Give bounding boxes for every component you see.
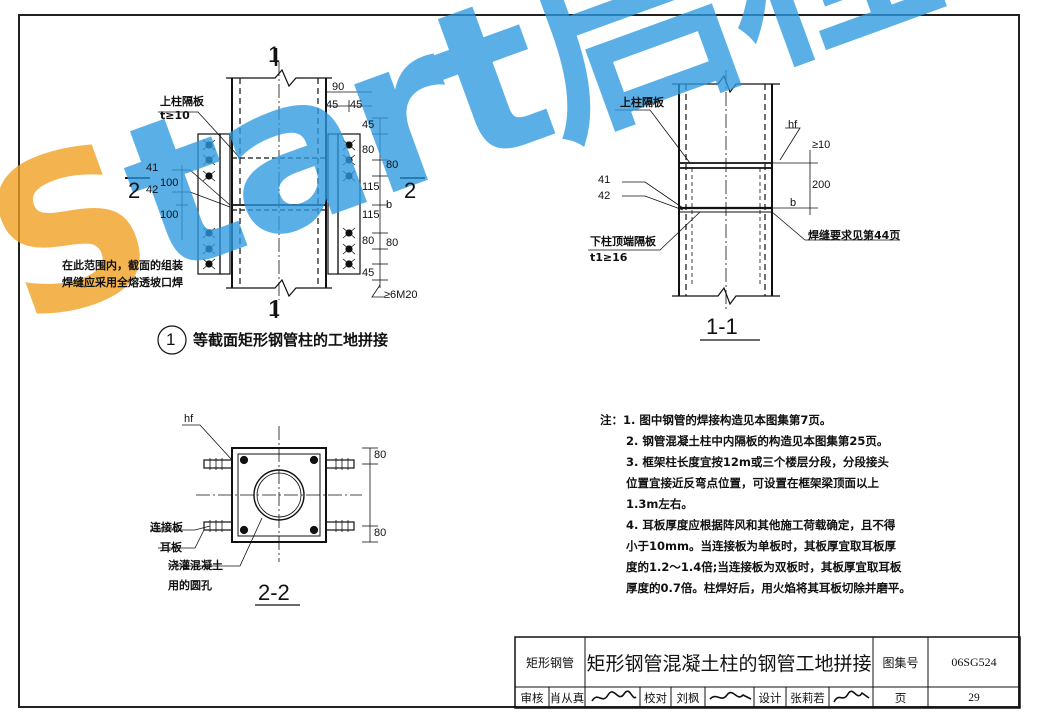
sheet-frame <box>18 14 1020 708</box>
dim-80-c: 80 <box>362 235 375 247</box>
general-notes: 注：1. 图中钢管的焊接构造见本图集第7页。 2. 钢管混凝土柱中内隔板的构造见… <box>600 410 911 599</box>
dim-80-d: 80 <box>386 237 399 249</box>
dim-115-b: 115 <box>362 209 380 221</box>
tb-review-name: 肖从真 <box>549 690 585 705</box>
s22-label-connect-plate: 连接板 <box>150 521 183 534</box>
tb-check-label: 校对 <box>644 690 667 705</box>
note-row-2: 2. 钢管混凝土柱中内隔板的构造见本图集第25页。 <box>626 434 889 448</box>
note-row-4: 位置宜接近反弯点位置，可设置在框架梁顶面以上 <box>626 476 879 490</box>
s22-dim-80-b: 80 <box>374 527 387 539</box>
tb-atlas-label: 图集号 <box>882 655 919 670</box>
tb-review-label: 审核 <box>520 690 544 705</box>
dim-45-a: 45 <box>326 99 339 111</box>
s11-lower-plate-thickness: t1≥16 <box>590 251 628 264</box>
section-mark-1-bottom: 1 <box>268 296 281 321</box>
s11-dim-200: 200 <box>812 179 831 191</box>
upper-plate-thickness: t≥10 <box>160 109 190 122</box>
dim-100-a: 100 <box>160 177 179 189</box>
note-row-5: 1.3m左右。 <box>626 497 693 511</box>
s22-label-hole-line2: 用的圆孔 <box>168 579 212 592</box>
caption-number: 1 <box>166 330 176 349</box>
s11-dim-b: b <box>790 197 797 209</box>
weld-note-line-1: 在此范围内，截面的组装 <box>62 259 183 272</box>
dim-45-c: 45 <box>362 119 375 131</box>
tb-design-label: 设计 <box>758 690 782 705</box>
dim-115-a: 115 <box>362 181 380 193</box>
tb-page-label: 页 <box>894 690 907 705</box>
note-row-7: 小于10mm。当连接板为单板时，其板厚宜取耳板厚 <box>626 539 896 553</box>
dim-100-b: 100 <box>160 209 179 221</box>
s11-hf: hf <box>788 119 798 131</box>
section-mark-1-top: 1 <box>268 42 281 67</box>
tb-check-name: 刘枫 <box>676 690 700 705</box>
dim-45-d: 45 <box>362 267 375 279</box>
s11-dim-10: ≥10 <box>812 139 831 151</box>
s11-upper-plate-label: 上柱隔板 <box>620 96 664 109</box>
note-row-9: 厚度的0.7倍。柱焊好后，用火焰将其耳板切除并磨平。 <box>626 581 911 595</box>
s22-label-hole-line1: 浇灌混凝土 <box>168 559 223 572</box>
s22-dim-80-a: 80 <box>374 449 387 461</box>
upper-plate-label: 上柱隔板 <box>160 95 204 108</box>
s22-label-ear-plate: 耳板 <box>160 541 182 554</box>
dim-80-b: 80 <box>386 159 399 171</box>
tb-title: 矩形钢管混凝土柱的钢管工地拼接 <box>586 652 872 675</box>
tb-category: 矩形钢管 <box>525 655 574 670</box>
s11-weld-41: 41 <box>598 174 611 186</box>
dim-b: b <box>386 199 393 211</box>
bolt-spec: ≥6M20 <box>384 289 418 301</box>
detail1-caption: 等截面矩形钢管柱的工地拼接 <box>193 331 389 349</box>
tb-atlas-no: 06SG524 <box>951 654 997 669</box>
s11-weld-note: 焊缝要求见第44页 <box>808 229 901 242</box>
s11-weld-42: 42 <box>598 190 611 202</box>
weld-symbol-41: 41 <box>146 162 159 174</box>
dim-45-b: 45 <box>350 99 363 111</box>
title-block: 矩形钢管 矩形钢管混凝土柱的钢管工地拼接 图集号 06SG524 审核 肖从真 … <box>515 637 1020 708</box>
note-row-8: 度的1.2～1.4倍;当连接板为双板时，其板厚宜取耳板 <box>626 560 902 574</box>
signature-design <box>833 690 870 703</box>
weld-note-line-2: 焊缝应采用全熔透坡口焊 <box>62 276 183 289</box>
note-row-3: 3. 框架柱长度宜按12m或三个楼层分段，分段接头 <box>626 455 889 469</box>
section-mark-2-left: 2 <box>128 178 141 203</box>
note-row-1: 注：1. 图中钢管的焊接构造见本图集第7页。 <box>600 413 832 427</box>
note-row-6: 4. 耳板厚度应根据阵风和其他施工荷载确定，且不得 <box>626 518 896 532</box>
notes-prefix: 注： <box>600 413 623 427</box>
tb-design-name: 张莉若 <box>790 690 825 705</box>
s11-caption: 1-1 <box>706 314 738 339</box>
s11-lower-plate-label: 下柱顶端隔板 <box>590 235 656 248</box>
dim-80-a: 80 <box>362 144 375 156</box>
s22-hf: hf <box>184 413 194 425</box>
tb-page-no: 29 <box>968 691 980 704</box>
section-mark-2-right: 2 <box>404 178 417 203</box>
weld-symbol-42: 42 <box>146 184 159 196</box>
s22-caption: 2-2 <box>258 580 290 605</box>
signature-review <box>591 690 637 702</box>
signature-check <box>709 691 752 700</box>
dim-90: 90 <box>332 81 345 93</box>
